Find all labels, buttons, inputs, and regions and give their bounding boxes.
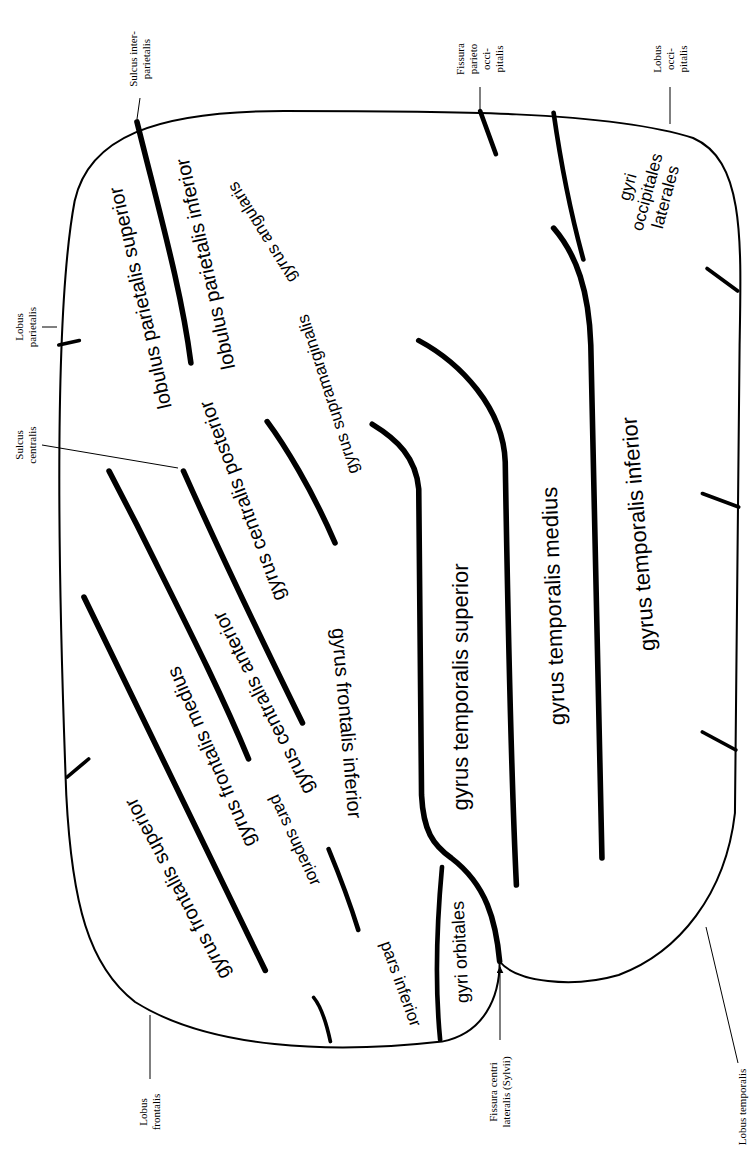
gyrus-part-label: pars inferior [376, 938, 425, 1031]
gyrus-label: gyrus temporalis superior [449, 563, 473, 812]
sulcus-label: Sulcus inter- parietalis [127, 24, 153, 94]
minor-sulcus [59, 340, 79, 345]
gyrus-label: gyrus supramarginalis [294, 312, 364, 478]
gyrus-label: gyrus frontalis superior [119, 794, 234, 985]
gyrus-label: lobulus parietalis superior [104, 184, 176, 412]
superior-temporal-sulcus [419, 340, 517, 885]
fissure-label: Fissura centri lateralis (Sylvii) [487, 1047, 513, 1137]
gyrus-label: gyri occipitales laterales [604, 131, 689, 252]
lobe-label: Lobus temporalis [736, 1068, 749, 1147]
lobe-label: Lobus frontalis [137, 1085, 163, 1140]
gyrus-label: gyrus centralis posterior [194, 396, 290, 604]
gyrus-label: gyrus temporalis medius [537, 485, 570, 726]
leader-line [480, 87, 481, 109]
leader-line [670, 87, 671, 124]
leader-line [150, 1015, 151, 1079]
gyrus-label: gyrus temporalis superior [449, 563, 473, 812]
gyrus-part-label: pars superior [265, 790, 325, 890]
gyrus-label: gyrus temporalis inferior [618, 415, 661, 653]
fissure-label: Fissura parieto occi- pitalis [454, 35, 506, 83]
orbital-sulcus [437, 867, 442, 1040]
gyrus-label: gyrus temporalis inferior [618, 415, 661, 653]
gyrus-label: gyrus frontalis superior [119, 794, 234, 985]
lobe-label: Lobus parietalis [13, 301, 39, 353]
minor-sulcus [702, 732, 735, 750]
fissure-label: Fissura centri lateralis (Sylvii) [487, 1047, 513, 1137]
leader-line [706, 927, 738, 1063]
gyrus-part-label: pars inferior [376, 938, 425, 1031]
leader-line [42, 445, 178, 468]
occipital-sulcus [554, 113, 584, 260]
minor-sulcus [702, 494, 738, 508]
frontal-sulcus [329, 849, 359, 930]
sylvian-fissure [372, 424, 499, 961]
lobe-label: Lobus occi- pitalis [651, 35, 690, 83]
leader-line [137, 98, 140, 119]
gyrus-label: gyrus angularis [224, 178, 302, 287]
gyrus-label: gyrus frontalis inferior [328, 626, 367, 820]
lobe-label: Lobus parietalis [13, 301, 39, 353]
gyrus-label: lobulus parietalis superior [104, 184, 176, 412]
sulcus-label: Sulcus inter- parietalis [127, 24, 153, 94]
minor-sulcus [314, 998, 331, 1042]
hemisphere-outline [59, 111, 740, 1047]
gyrus-label: gyrus centralis posterior [194, 396, 290, 604]
gyrus-label: gyrus temporalis medius [537, 485, 570, 726]
postcentral-sulcus [267, 422, 335, 544]
parieto-occipital-fissure [480, 111, 496, 154]
gyrus-label: gyri orbitales [448, 900, 473, 1005]
sulcus-label: Sulcus centralis [13, 419, 39, 471]
lobe-label: Lobus occi- pitalis [651, 35, 690, 83]
gyrus-label: gyri occipitales laterales [604, 131, 689, 252]
gyrus-label: gyrus supramarginalis [294, 312, 364, 478]
sulcus-label: Sulcus centralis [13, 419, 39, 471]
gyrus-label: gyri orbitales [448, 900, 473, 1005]
gyrus-label: gyrus frontalis inferior [328, 626, 367, 820]
lobe-label: Lobus temporalis [736, 1068, 749, 1147]
fissure-label: Fissura parieto occi- pitalis [454, 35, 506, 83]
gyrus-label: gyrus angularis [224, 178, 302, 287]
minor-sulcus [67, 759, 88, 777]
minor-sulcus [707, 268, 738, 291]
gyrus-part-label: pars superior [265, 790, 325, 890]
lobe-label: Lobus frontalis [137, 1085, 163, 1140]
leader-line [42, 327, 57, 328]
leader-arrow [500, 967, 501, 1040]
